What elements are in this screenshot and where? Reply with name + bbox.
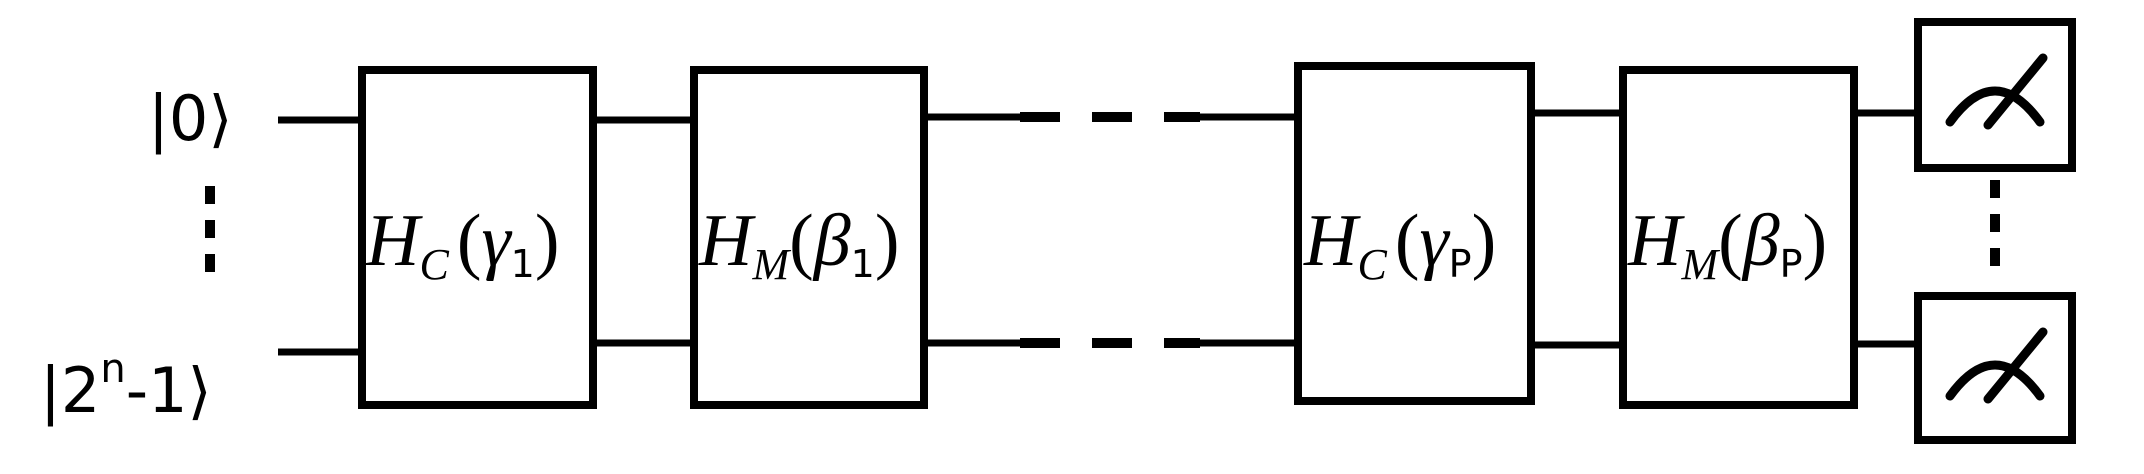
gate-param-sub: 1 (851, 242, 875, 286)
gate-op-sub: C (1357, 240, 1387, 289)
gate-hc-gamma-1: HC(γ1) (358, 66, 597, 409)
gate-param-sub: 1 (511, 242, 535, 286)
svg-text:HM(β1): HM(β1) (698, 200, 899, 289)
input-label-bottom: |2n-1⟩ (40, 346, 212, 428)
gate-param: β (1741, 200, 1780, 282)
gate-paren-open: ( (789, 200, 814, 282)
gate-paren-close: ) (1472, 200, 1497, 282)
wire-bottom (278, 338, 1918, 356)
gate-op: H (698, 200, 756, 282)
ket-base: 2 (61, 354, 100, 427)
gate-op-sub: M (751, 240, 791, 289)
ket-value: 0 (169, 82, 208, 155)
gate-param-sub: P (1449, 242, 1472, 286)
gate-paren-open: ( (1718, 200, 1743, 282)
ket-open-bar: | (148, 82, 169, 156)
gate-hm-beta-1: HM(β1) (690, 66, 928, 409)
gate-hc-gamma-p: HC(γP) (1294, 62, 1535, 405)
gate-hm-beta-p: HM(βP) (1619, 66, 1858, 409)
gate-paren-close: ) (875, 200, 900, 282)
gate-op: H (1303, 200, 1361, 282)
ket-open-bar: | (40, 354, 61, 428)
gate-op: H (365, 200, 423, 282)
gate-op-sub: M (1680, 240, 1720, 289)
svg-text:HM(βP): HM(βP) (1627, 200, 1827, 289)
ket-rest: -1 (126, 354, 188, 427)
svg-text:|2n-1⟩: |2n-1⟩ (40, 346, 212, 428)
svg-text:|0⟩: |0⟩ (148, 82, 233, 156)
measurement-bottom (1914, 292, 2076, 444)
gate-paren-close: ) (1803, 200, 1828, 282)
gate-paren-open: ( (1395, 200, 1420, 282)
gate-paren-open: ( (457, 200, 482, 282)
svg-text:HC(γ1): HC(γ1) (365, 200, 559, 289)
gate-paren-close: ) (535, 200, 560, 282)
gate-op: H (1627, 200, 1685, 282)
input-label-top: |0⟩ (148, 82, 233, 156)
svg-text:HC(γP): HC(γP) (1303, 200, 1496, 289)
gate-param: γ (481, 200, 512, 282)
ket-close: ⟩ (188, 354, 212, 427)
measurement-top (1914, 18, 2076, 172)
gate-param: γ (1419, 200, 1450, 282)
meter-icon (1945, 327, 2048, 404)
gate-param: β (812, 200, 851, 282)
ket-exponent: n (100, 346, 125, 392)
wire-top (278, 109, 1918, 124)
gate-op-sub: C (419, 240, 449, 289)
ket-close: ⟩ (208, 82, 232, 155)
gate-param-sub: P (1780, 242, 1803, 286)
meter-icon (1945, 53, 2048, 130)
